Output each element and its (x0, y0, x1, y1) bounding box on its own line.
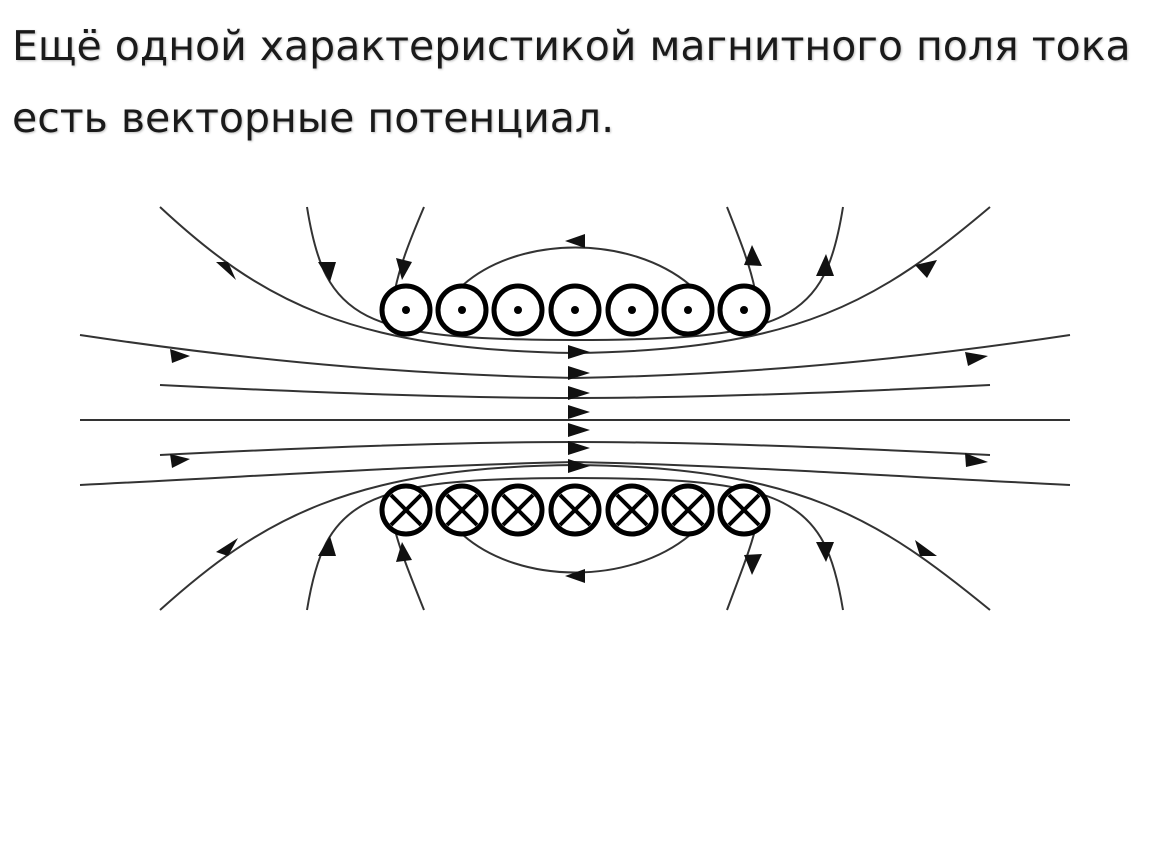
field-line-axis-4 (159, 440, 991, 456)
arrow-center-2 (568, 366, 590, 380)
field-line-axis-1 (79, 334, 1071, 380)
coil-out-6 (661, 283, 715, 337)
arrow-upper-right-inner (744, 245, 762, 266)
arrow-center-5 (568, 423, 590, 437)
coil-in-1 (379, 483, 433, 537)
coil-in-2 (435, 483, 489, 537)
coil-out-4 (548, 283, 602, 337)
lower-field-lines (159, 463, 991, 611)
arrow-lower-right-mid (816, 542, 834, 562)
arrow-lower-left-inner (396, 542, 412, 562)
field-line-upper-inner-right (726, 206, 756, 291)
coil-row-top (379, 283, 771, 337)
field-line-lower-mid (306, 476, 844, 611)
coil-out-5 (605, 283, 659, 337)
solenoid-field-diagram (79, 206, 1071, 611)
field-line-upper-mid (306, 206, 844, 342)
title-line-1: Ещё одной характеристикой магнитного пол… (12, 22, 1131, 70)
coil-in-7 (717, 483, 771, 537)
coil-in-3 (491, 483, 545, 537)
field-line-axis-2 (159, 384, 991, 400)
arrow-upper-right-outer (915, 260, 937, 278)
coil-in-5 (605, 483, 659, 537)
arrow-center-3 (568, 386, 590, 400)
field-line-lower-inner-right (726, 529, 756, 611)
coil-in-6 (661, 483, 715, 537)
arrow-upper-left-outer (216, 262, 236, 280)
arrow-right-axis-top (965, 352, 988, 366)
coil-row-bottom (379, 483, 771, 537)
arrow-upper-right-mid (816, 254, 834, 276)
arrow-left-axis-top (170, 349, 190, 363)
arrow-lower-left-outer (216, 538, 238, 556)
coil-in-4 (548, 483, 602, 537)
title-line-2: есть векторные потенциал. (12, 94, 615, 142)
arrow-lower-loop (565, 569, 585, 583)
coil-out-3 (491, 283, 545, 337)
direction-arrows (170, 234, 988, 583)
arrow-center-7 (568, 459, 590, 473)
coil-out-2 (435, 283, 489, 337)
field-line-lower-inner-left (394, 529, 425, 611)
arrow-center-1 (568, 345, 590, 359)
field-line-upper-loop (462, 246, 691, 286)
arrow-center-4 (568, 405, 590, 419)
arrow-lower-left-mid (318, 536, 336, 556)
arrow-center-6 (568, 441, 590, 455)
field-line-lower-loop (462, 534, 691, 574)
arrow-upper-loop (565, 234, 585, 248)
arrow-lower-right-outer (915, 540, 937, 556)
arrow-upper-left-inner (396, 258, 412, 280)
slide-title: Ещё одной характеристикой магнитного пол… (12, 10, 1142, 154)
arrow-right-axis-bottom (965, 453, 988, 467)
coil-out-1 (379, 283, 433, 337)
arrow-lower-right-inner (744, 554, 762, 575)
arrow-upper-left-mid (318, 262, 336, 282)
arrow-left-axis-bottom (170, 454, 190, 468)
field-line-upper-inner-left (394, 206, 425, 291)
coil-out-7 (717, 283, 771, 337)
